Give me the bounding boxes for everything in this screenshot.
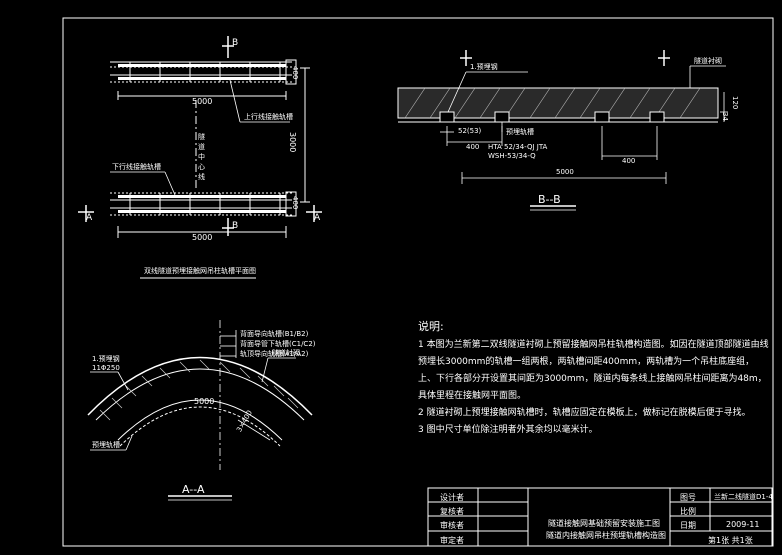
scale-label: 比例 (680, 507, 696, 516)
aa-caption: A--A (182, 483, 205, 496)
bb-label-rail: 预埋轨槽 (506, 128, 534, 136)
aa-label-1: 1.预埋钢 (92, 355, 120, 363)
notes-block: 说明: 1 本图为兰新第二双线隧道衬砌上预留接触网吊柱轨槽构造图。如因在隧道顶部… (418, 318, 770, 439)
drawing-title-1: 隧道接触网基础预留安装施工图 (548, 519, 660, 528)
aa-legend-3: 轨顶导向轨槽(A1/A2) (240, 350, 309, 358)
notes-heading: 说明: (418, 320, 444, 333)
role-reviewer: 审核者 (440, 521, 464, 530)
section-mark-b-bottom: B (232, 221, 239, 231)
plan-caption: 双线隧道预埋接触网吊柱轨槽平面图 (144, 267, 256, 275)
bb-spec-2: WSH-53/34-Q (488, 152, 536, 160)
aa-label-2: 11Φ250 (92, 364, 120, 372)
label-up-rail: 上行线接触轨槽 (244, 113, 293, 121)
bb-label-left: 1.预埋钢 (470, 63, 498, 71)
title-block-grid (427, 487, 773, 547)
aa-legend-2: 背面导管下轨槽(C1/C2) (240, 340, 316, 348)
bb-dim-d: 5000 (556, 168, 574, 176)
date-value: 2009-11 (726, 520, 760, 529)
dim-width-bottom: 5000 (192, 233, 213, 242)
aa-label-4: 预埋轨槽 (92, 441, 120, 449)
section-a-a (87, 320, 313, 501)
drawing-title-2: 隧道内接触网吊柱预埋轨槽构造图 (546, 531, 666, 540)
bb-dim-a: 52(53) (458, 127, 482, 135)
section-mark-a-left: A (86, 213, 93, 223)
section-mark-a-right: A (314, 213, 321, 223)
label-centerline: 隧道中心线 (198, 133, 205, 181)
notes-item: 3 图中尺寸单位除注明者外其余均以毫米计。 (418, 425, 598, 435)
label-down-rail: 下行线接触轨槽 (112, 163, 161, 171)
date-label: 日期 (680, 521, 696, 530)
drawing-no-label: 图号 (680, 493, 696, 502)
sheet-count: 第1张 共1张 (708, 536, 753, 545)
sheet-frame (62, 17, 774, 547)
dim-height: 3000 (288, 132, 297, 153)
notes-item: 1 本图为兰新第二双线隧道衬砌上预留接触网吊柱轨槽构造图。如因在隧道顶部隧道由线… (418, 340, 769, 401)
bb-label-right: 隧道衬砌 (694, 57, 722, 65)
aa-legend-1: 背面导向轨槽(B1/B2) (240, 330, 309, 338)
bb-spec-1: HTA 52/34-QJ JTA (488, 143, 548, 151)
notes-item: 2 隧道衬砌上预埋接触网轨槽时，轨槽应固定在模板上，做标记在脱模后便于寻找。 (418, 408, 751, 418)
bb-caption: B--B (538, 193, 561, 206)
bb-dim-v2: 120 (731, 96, 739, 110)
dim-width-top: 5000 (192, 97, 213, 106)
aa-label-3: 隧道衬砌 (272, 349, 300, 357)
plan-view (78, 36, 322, 279)
aa-dim-arc: 5000 (194, 397, 215, 406)
bb-dim-c: 400 (622, 157, 636, 165)
role-designer: 设计者 (440, 493, 464, 502)
bb-dim-b: 400 (466, 143, 480, 151)
section-b-b (397, 50, 728, 211)
role-checker: 复核者 (440, 507, 464, 516)
dim-small-top: 400 (291, 66, 299, 80)
bb-dim-v1: 34 (721, 112, 729, 121)
dim-small-bottom: 400 (291, 196, 299, 210)
drawing-no: 兰新二线隧道D1-4 (714, 493, 773, 501)
section-mark-b-top: B (232, 38, 239, 48)
role-approver: 审定者 (440, 536, 464, 545)
